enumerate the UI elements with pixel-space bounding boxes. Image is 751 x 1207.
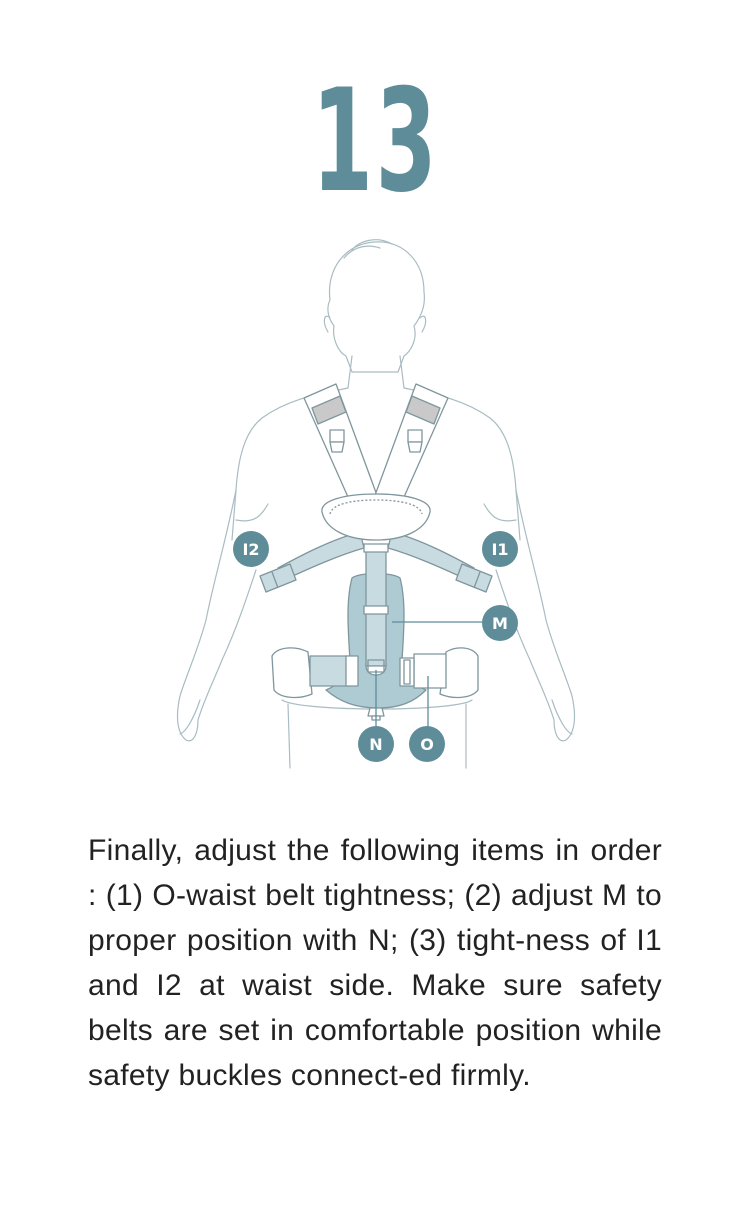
- callout-o: O: [409, 726, 445, 762]
- callout-i1-label: I1: [491, 540, 508, 559]
- callout-i2: I2: [233, 531, 269, 567]
- callout-n-label: N: [369, 735, 382, 754]
- waist-side-straps: [259, 531, 493, 593]
- callout-i2-label: I2: [242, 540, 259, 559]
- carrier-illustration: I2 I1 M N O: [176, 239, 576, 769]
- waist-belt: [271, 647, 479, 699]
- callout-i1: I1: [482, 531, 518, 567]
- shoulder-straps: [303, 383, 449, 507]
- callout-m: M: [482, 605, 518, 641]
- step-number: 13: [311, 59, 440, 224]
- callout-o-label: O: [420, 735, 434, 754]
- instruction-text: Finally, adjust the following items in o…: [88, 834, 662, 1092]
- person-outline: [176, 239, 576, 769]
- callout-m-label: M: [492, 614, 508, 633]
- callout-lines: [375, 621, 486, 728]
- callout-n: N: [358, 726, 394, 762]
- head-support: [321, 493, 431, 541]
